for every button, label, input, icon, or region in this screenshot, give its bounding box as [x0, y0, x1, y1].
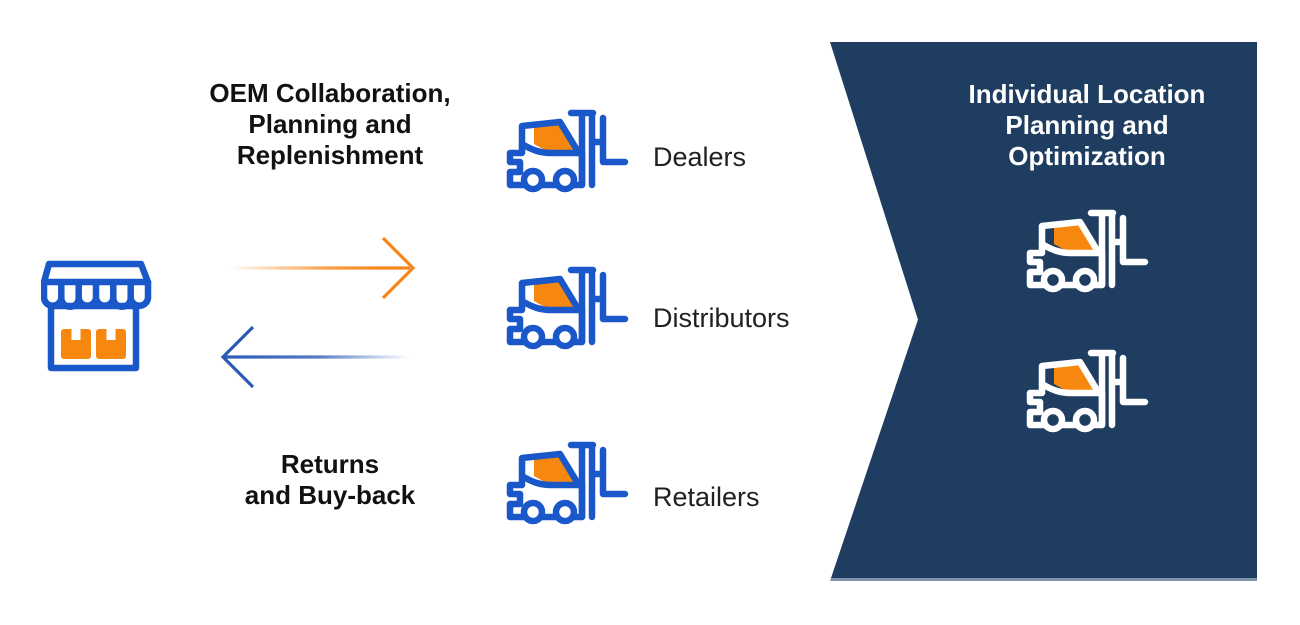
- forklift-icon: [505, 257, 630, 352]
- forklift-icon: [1025, 340, 1150, 435]
- partner-label-dealers: Dealers: [653, 142, 747, 172]
- individual-location-panel: Individual Location Planning and Optimiz…: [830, 42, 1257, 581]
- forklift-icon: [1025, 200, 1150, 295]
- partner-label-distributors: Distributors: [653, 303, 790, 333]
- left-arrow-icon: [220, 325, 410, 389]
- forklift-icon: [505, 100, 630, 195]
- panel-title: Individual Location Planning and Optimiz…: [968, 79, 1206, 171]
- partner-label-retailers: Retailers: [653, 482, 760, 512]
- forward-flow-label: OEM Collaboration, Planning and Replenis…: [209, 78, 451, 170]
- forklift-icon: [505, 432, 630, 527]
- return-flow-label: Returns and Buy-back: [244, 449, 416, 510]
- store-icon: [41, 258, 153, 376]
- right-arrow-icon: [228, 236, 416, 300]
